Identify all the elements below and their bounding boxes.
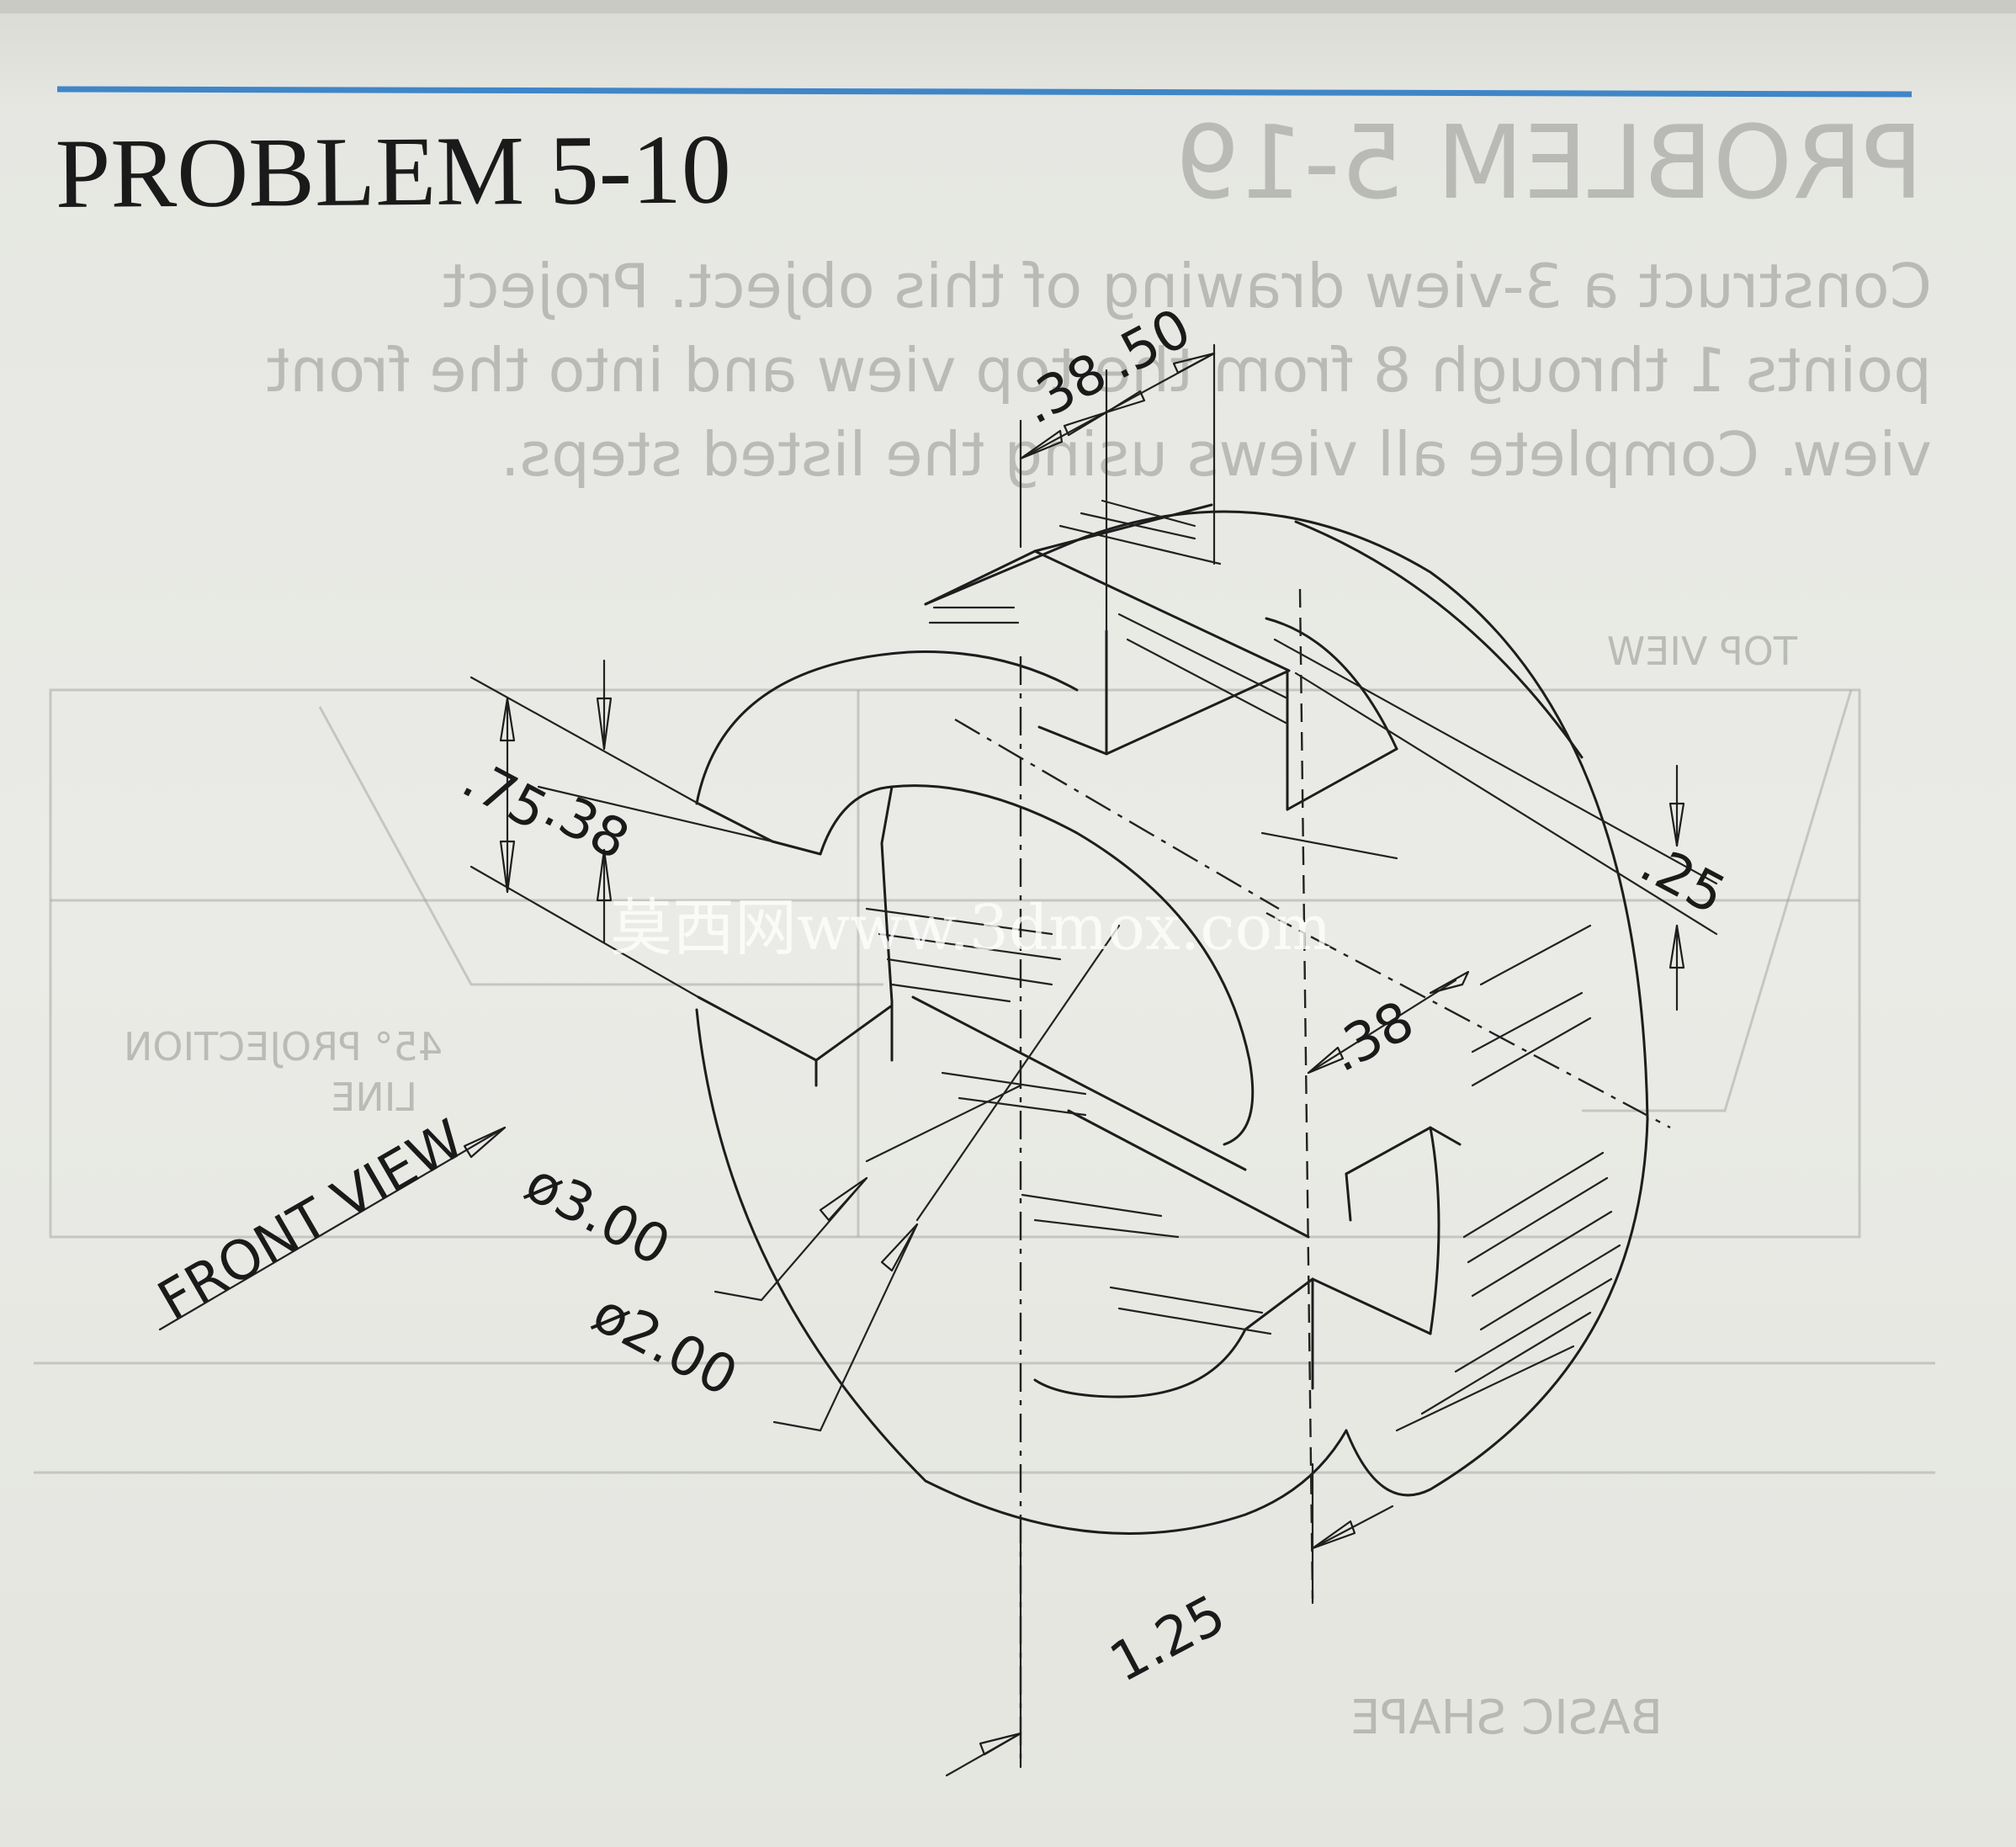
arrow-dia-200 — [880, 1223, 919, 1272]
diagonal-centerline — [954, 718, 1280, 910]
right-slot-mid — [1311, 1277, 1432, 1335]
ghost-instruction-3: view. Complete all views using the liste… — [501, 419, 1932, 490]
ghost-frame — [49, 688, 1861, 1239]
ghost-line-6 — [318, 706, 883, 986]
arrow-38-left-bottom — [596, 848, 613, 902]
inner-hole-upper — [819, 784, 1255, 1146]
band-left — [924, 549, 1037, 606]
dia-300: ø3.00 — [515, 1152, 679, 1279]
cylinder-top-silhouette — [924, 510, 1649, 1121]
keyway-left-face — [697, 995, 894, 1062]
problem-title: PROBLEM 5-10 — [55, 114, 731, 229]
slot-curve — [1265, 617, 1398, 751]
right-slot-join — [1244, 1277, 1314, 1331]
front-arc-upper — [695, 650, 1079, 805]
leader-dia-300 — [714, 1176, 868, 1302]
right-slot-curve — [1429, 1126, 1440, 1335]
arrow-top-1 — [1019, 429, 1064, 460]
leader-300-inner — [865, 1084, 1022, 1163]
arrow-125-right — [1311, 1520, 1356, 1550]
arrow-125-left — [979, 1732, 1022, 1756]
arrow-38-left-top — [596, 697, 613, 751]
front-arc-lower — [695, 1008, 1348, 1535]
arrow-75-top — [499, 697, 516, 742]
arrow-top-2 — [1063, 411, 1108, 437]
shading-hatch — [865, 499, 1621, 1432]
dia-200: ø2.00 — [582, 1282, 746, 1409]
body-line-2 — [1067, 1109, 1310, 1239]
right-slot-top — [1345, 1126, 1462, 1176]
ghost-projection-label: 45° PROJECTION — [124, 1024, 443, 1069]
arrow-top-3 — [1105, 390, 1146, 414]
front-view-label: FRONT VIEW — [148, 1108, 475, 1333]
ghost-top-view-label: TOP VIEW — [1607, 629, 1798, 674]
arrow-top-4 — [1172, 352, 1216, 374]
ext-right-2 — [1294, 671, 1718, 936]
ext-left-1 — [470, 676, 700, 805]
ghost-instruction-1: Construct a 3-view drawing of this objec… — [443, 251, 1932, 321]
show-through-layer: PROBLEM 5-19 Construct a 3-view drawing … — [34, 105, 1935, 1745]
ghost-basic-shape-label: BASIC SHAPE — [1350, 1690, 1663, 1745]
arrow-25-bottom — [1669, 924, 1685, 969]
arrow-38-right-2 — [1429, 970, 1470, 995]
dim-125: 1.25 — [1101, 1584, 1236, 1695]
slot-bottom — [1286, 747, 1398, 811]
cylinder-right-silhouette — [1345, 1117, 1649, 1497]
page-top-edge — [0, 0, 2016, 13]
leader-200-inner — [915, 924, 1121, 1222]
ghost-projection-label-2: LINE — [331, 1075, 417, 1120]
front-view-arrow-line — [158, 1126, 507, 1331]
dim-25: .25 — [1630, 832, 1735, 927]
rear-arc — [1294, 520, 1584, 759]
arrow-75-bottom — [499, 840, 516, 894]
upper-block — [1033, 549, 1291, 756]
inner-hole-lower — [1033, 1328, 1247, 1399]
ext-right-1 — [1273, 638, 1718, 885]
leader-dia-200 — [772, 1223, 919, 1432]
dim-38-right-line — [1307, 979, 1457, 1075]
header-rule — [56, 86, 1913, 98]
arrow-38-right-1 — [1307, 1046, 1345, 1075]
arrow-dia-300 — [819, 1176, 868, 1222]
band-top — [1033, 503, 1213, 553]
inner-hole-left-edge — [880, 785, 894, 1003]
ghost-problem-title: PROBLEM 5-19 — [1175, 105, 1923, 222]
right-slot-edge — [1345, 1172, 1352, 1222]
ghost-instruction-2: points 1 through 8 from the top view and… — [266, 335, 1932, 406]
front-view-arrowhead — [463, 1126, 507, 1159]
body-line-1 — [911, 995, 1247, 1171]
diagonal-centerline-2 — [1265, 911, 1671, 1129]
right-hidden-line — [1298, 588, 1314, 1600]
ext-left-2 — [470, 865, 700, 999]
centerlines — [865, 588, 1671, 1767]
dim-38-right: .38 — [1319, 990, 1424, 1085]
arrow-25-top — [1669, 802, 1685, 847]
ext-left-3 — [537, 785, 774, 843]
ghost-line-5 — [1582, 689, 1853, 1112]
watermark: 莫西网www.3dmox.com — [610, 892, 1331, 964]
